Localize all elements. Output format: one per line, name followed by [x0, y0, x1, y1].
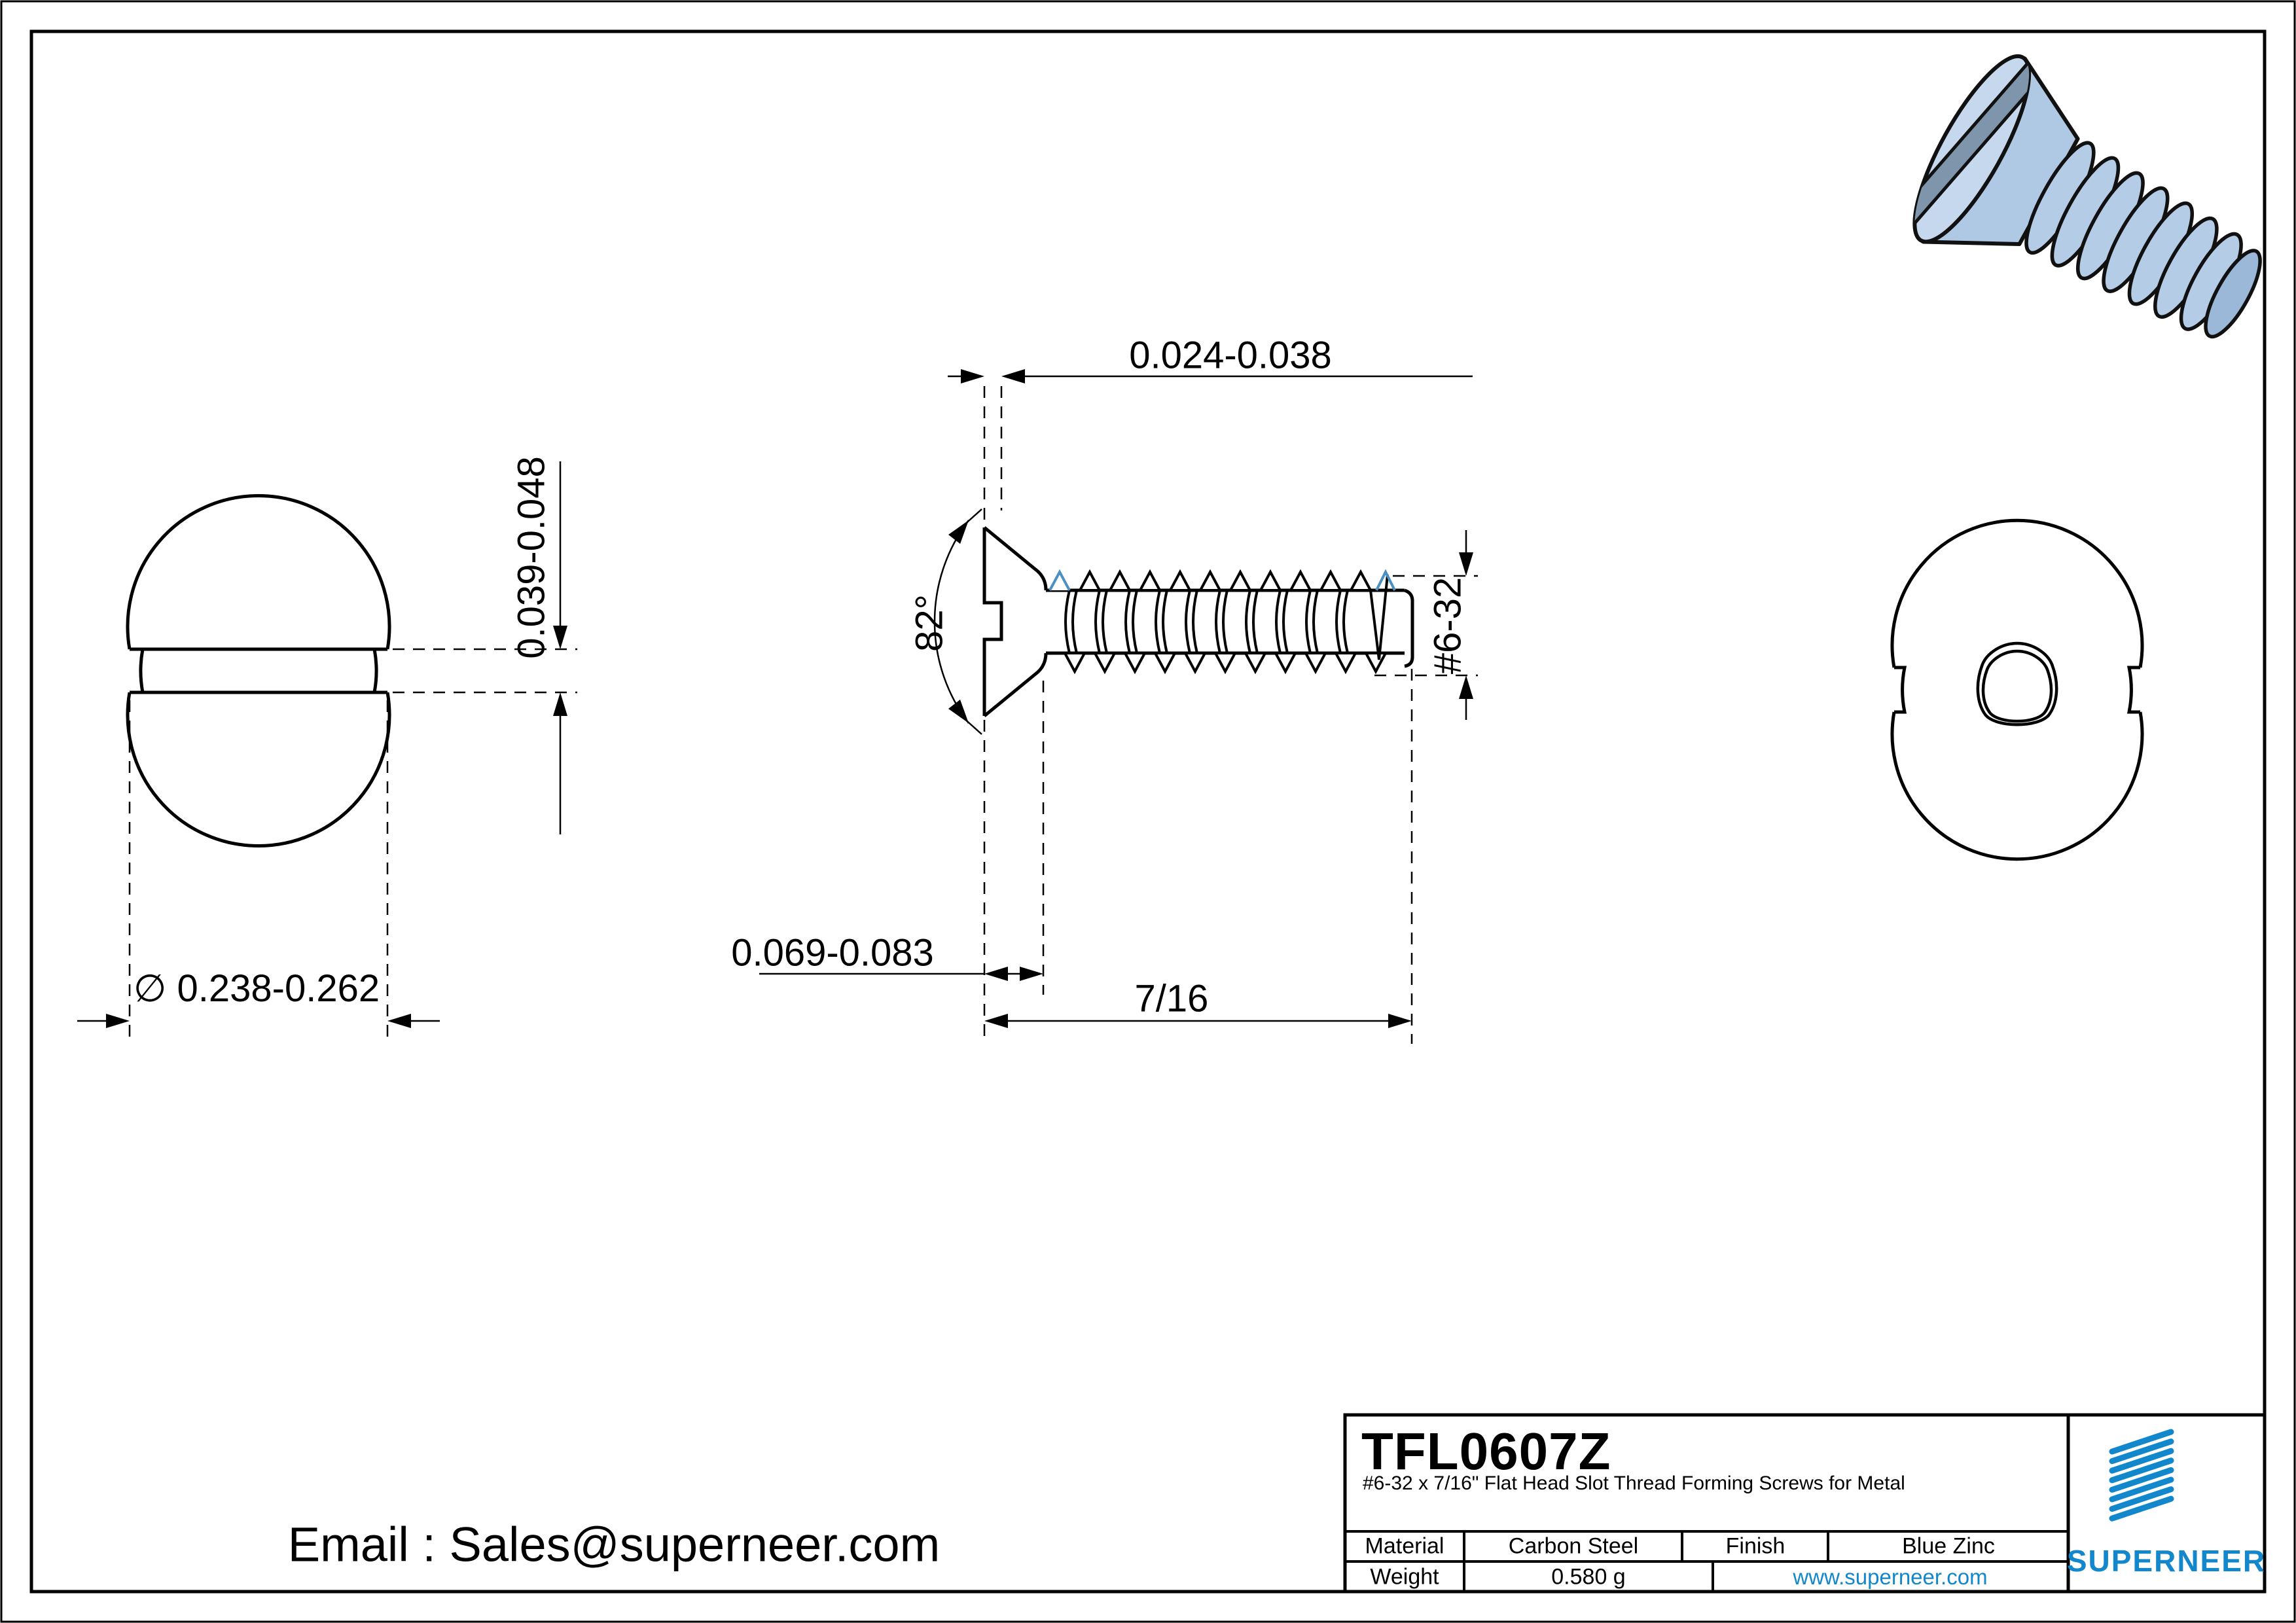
back-view-trilobe-outer [1976, 641, 2058, 726]
weight-label: Weight [1370, 1564, 1439, 1590]
email-contact: Email : Sales@superneer.com [287, 1517, 941, 1572]
part-description: #6-32 x 7/16" Flat Head Slot Thread Form… [1363, 1472, 1905, 1494]
side-view-head-face [982, 527, 1003, 716]
finish-value: Blue Zinc [1902, 1533, 1995, 1559]
thread-flanks [1064, 590, 1349, 654]
screw-tail-face [1404, 588, 1414, 668]
back-view [1890, 518, 2144, 861]
finish-label: Finish [1725, 1533, 1785, 1559]
side-view-head-top-slope [983, 526, 1048, 591]
side-view-head-bottom-slope [983, 652, 1048, 717]
dim-head-height: 0.069-0.083 [731, 931, 934, 974]
front-view-dimensions [77, 461, 577, 1044]
front-view-slot-left-arc [139, 649, 145, 693]
superneer-logo-icon [2109, 1429, 2174, 1522]
brand-name: SUPERNEER [2066, 1544, 2267, 1578]
screw-3d-threads [2024, 141, 2262, 339]
dim-slot-width: 0.024-0.038 [1129, 334, 1332, 377]
dim-head-angle: 82° [908, 594, 951, 652]
back-view-bottom-arc [1890, 711, 2144, 861]
side-view [982, 526, 1414, 717]
front-view-top-arc [126, 493, 391, 650]
thread-crests-top [1077, 569, 1373, 592]
title-block [1343, 1413, 2267, 1594]
dim-length: 7/16 [1134, 977, 1209, 1020]
back-view-left-notch [1894, 666, 1907, 714]
dim-thread-size: #6-32 [1426, 577, 1469, 675]
back-view-top-arc [1890, 518, 2144, 668]
screw-3d-render [1894, 54, 2262, 339]
material-label: Material [1365, 1533, 1444, 1559]
back-view-right-notch [2126, 666, 2140, 714]
thread-highlight-tail [1375, 569, 1396, 591]
back-view-trilobe-inner [1981, 649, 2053, 723]
front-view-slot-right-arc [372, 649, 378, 693]
dim-head-diameter: ∅ 0.238-0.262 [133, 967, 380, 1010]
front-view [126, 493, 391, 848]
sheet-border-inner [29, 29, 2267, 1594]
front-view-bottom-arc [126, 692, 391, 848]
thread-highlight-head [1049, 569, 1071, 591]
material-value: Carbon Steel [1508, 1533, 1639, 1559]
website-link[interactable]: www.superneer.com [1793, 1565, 1988, 1589]
weight-value: 0.580 g [1551, 1564, 1626, 1590]
part-number: TFL0607Z [1361, 1422, 1611, 1480]
thread-runout [1369, 574, 1389, 660]
side-view-dimensions [759, 369, 1478, 1044]
dim-slot-depth: 0.039-0.048 [510, 456, 553, 659]
thread-crests-bottom [1062, 652, 1388, 675]
